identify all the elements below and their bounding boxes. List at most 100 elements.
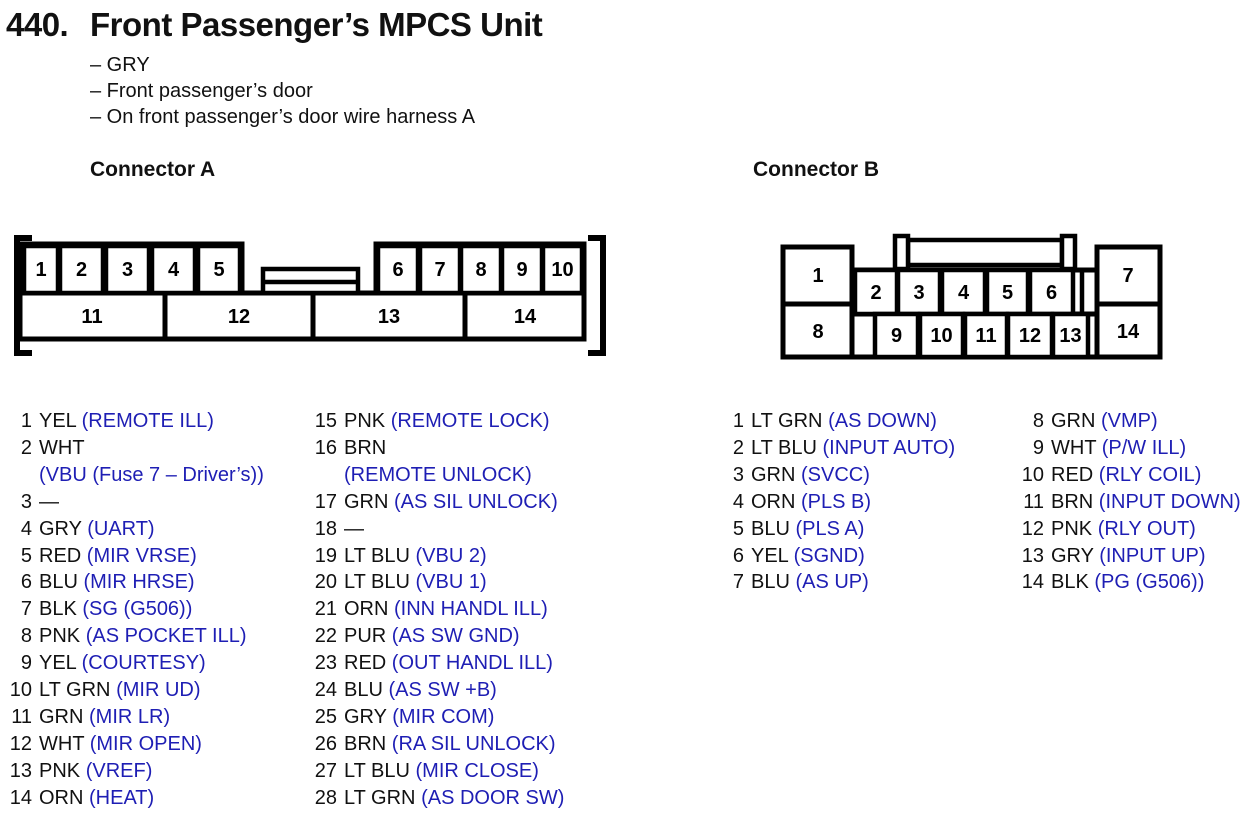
pin-text: PNK (AS POCKET ILL) [39,623,246,650]
pin-number: 23 [314,652,337,675]
pin-number: 19 [314,544,337,567]
wire-color: GRY [1051,544,1100,567]
pin-number: 12 [228,306,250,328]
signal-name: (MIR VRSE) [86,544,197,567]
wire-color: WHT [1051,436,1102,459]
pin-number: 6 [20,571,32,594]
pin-number: 21 [314,598,337,621]
pin-number [0,462,32,489]
pin-text: PUR (AS SW GND) [344,623,520,650]
pin-text: YEL (SGND) [751,543,865,570]
connector-b-pin-boxes [780,244,1163,360]
pin-text: RED (RLY COIL) [1051,462,1201,489]
pin-number: 14 [9,786,32,809]
pin-number: 9 [516,259,527,281]
pin-number: 24 [314,679,337,702]
signal-name: (P/W ILL) [1101,436,1187,459]
pin-text: LT BLU (VBU 2) [344,543,487,570]
wire-color: GRN [344,490,394,513]
pin-number: 2 [732,436,744,459]
wire-color: GRN [1051,410,1101,432]
wire-color: BLU [751,517,796,540]
wire-color: LT GRN [39,679,117,702]
connector-b-diagram: 1 2 3 4 5 6 7 8 9 10 11 12 13 14 [780,233,1163,360]
pin-text: — [344,516,364,543]
pin-text: — [39,489,59,516]
pin-text: ORN (HEAT) [39,785,154,812]
pin-number: 13 [9,759,32,782]
wire-color: RED [344,652,392,675]
pin-text: LT GRN (AS DOOR SW) [344,785,564,812]
pin-number: 8 [812,321,823,343]
wire-color: YEL [39,410,82,432]
pin-text: LT BLU (VBU 1) [344,569,487,596]
signal-name: (AS SW GND) [391,625,520,648]
pin-number: 6 [392,259,403,281]
pin-number: 6 [1046,282,1057,304]
pin-number: 13 [1059,325,1081,347]
signal-name: (AS SW +B) [388,679,497,702]
pin-text: GRN (MIR LR) [39,704,170,731]
wire-color: WHT [39,436,85,459]
signal-name: (MIR OPEN) [89,732,202,755]
pin-number: 27 [314,759,337,782]
pin-number: 8 [1032,410,1044,432]
pin-entry: (REMOTE UNLOCK) [305,462,564,489]
pin-number: 9 [1032,436,1044,459]
pin-entry: (VBU (Fuse 7 – Driver’s)) [0,462,264,489]
signal-name: (MIR UD) [116,679,201,702]
signal-name: (MIR CLOSE) [415,759,539,782]
pin-text: BLU (PLS A) [751,516,864,543]
signal-name: (AS SIL UNLOCK) [394,490,558,513]
detail-line: – On front passenger’s door wire harness… [90,106,476,128]
signal-name: (AS DOOR SW) [421,786,565,809]
pin-entry: 19 LT BLU (VBU 2) [305,543,564,570]
pin-entry: 9 WHT (P/W ILL) [1012,435,1241,462]
signal-name: (RLY COIL) [1098,463,1202,486]
pin-number: 14 [514,306,537,328]
pin-number: 10 [930,325,952,347]
pin-number: 9 [20,652,32,675]
wire-color: GRN [751,463,801,486]
pin-text: ORN (PLS B) [751,489,871,516]
pin-number: 12 [1021,517,1044,540]
pin-text: PNK (VREF) [39,758,152,785]
pin-text: WHT (MIR OPEN) [39,731,202,758]
pin-text: GRN (AS SIL UNLOCK) [344,489,558,516]
pin-entry: 13 PNK (VREF) [0,758,264,785]
signal-name: (UART) [87,517,155,540]
pin-number: 20 [314,571,337,594]
pin-entry: 28 LT GRN (AS DOOR SW) [305,785,565,812]
wire-color: RED [1051,463,1099,486]
signal-name: (REMOTE UNLOCK) [344,463,532,486]
signal-name: (PLS A) [795,517,865,540]
pin-number: 28 [314,786,337,809]
pin-number: 3 [20,490,32,513]
pin-text: WHT [39,435,85,462]
pin-number: 1 [35,259,46,281]
pin-entry: 18— [305,516,564,543]
unit-details: – GRY – Front passenger’s door – On fron… [90,52,475,130]
pin-text: LT GRN (AS DOWN) [751,408,937,435]
connector-b-heading: Connector B [753,158,879,181]
pin-number: 14 [1117,321,1140,343]
pin-number: 15 [314,410,337,432]
wire-color: GRY [39,517,88,540]
pin-number: 1 [20,410,32,432]
wire-color: GRY [344,705,393,728]
signal-name: (AS POCKET ILL) [85,625,247,648]
signal-name: (VBU 1) [415,571,487,594]
pin-number: 3 [913,282,924,304]
